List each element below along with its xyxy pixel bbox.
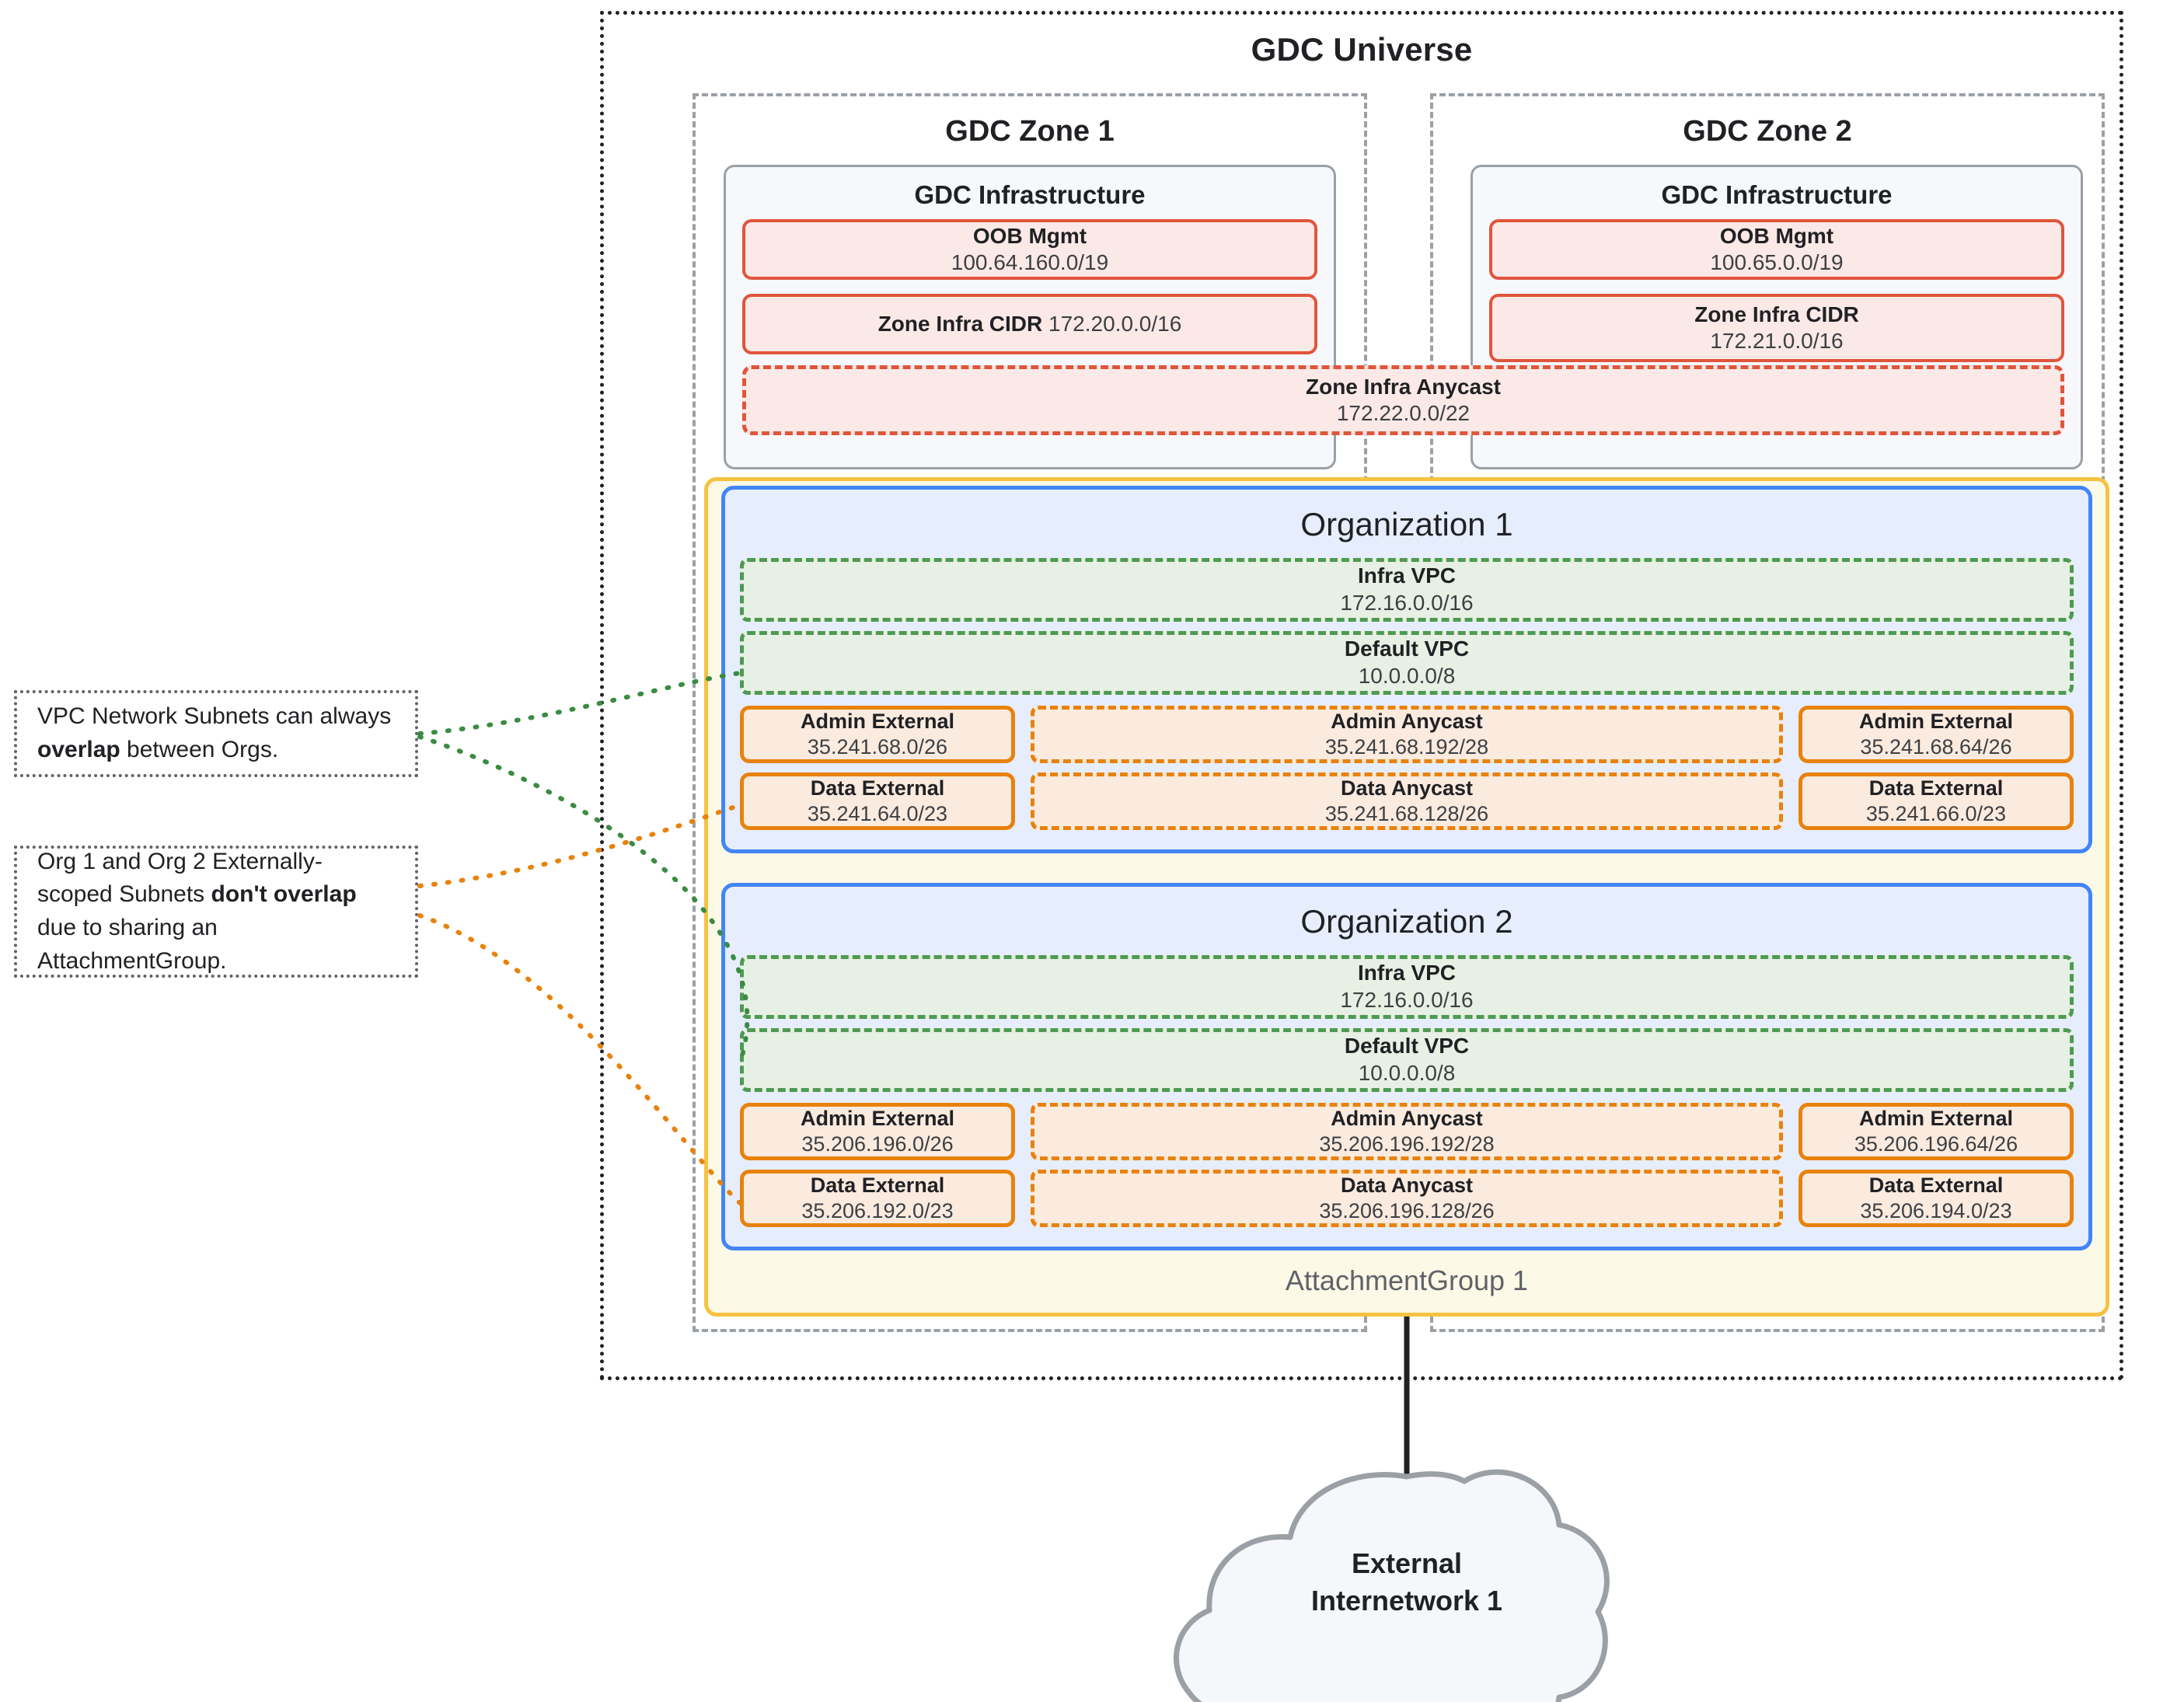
organization-2-admin-external-left-label: Admin External <box>800 1106 955 1130</box>
organization-1-data-external-left: Data External 35.241.64.0/23 <box>740 773 1015 830</box>
organization-1-admin-external-right-cidr: 35.241.68.64/26 <box>1860 735 2012 759</box>
organization-2-infra-vpc-label: Infra VPC <box>1357 961 1457 985</box>
zone-infra-cidr-zone-2-cidr: 172.21.0.0/16 <box>1710 329 1844 353</box>
organization-1-admin-external-right-label: Admin External <box>1858 709 2014 733</box>
organization-1-data-external-right-label: Data External <box>1868 776 2004 800</box>
organization-2-admin-external-left-cidr: 35.206.196.0/26 <box>801 1132 954 1156</box>
callout-2-bold: don't overlap <box>211 881 357 908</box>
zone-infra-cidr-zone-1-inline: Zone Infra CIDR 172.20.0.0/16 <box>878 311 1182 337</box>
organization-2-admin-external-right: Admin External 35.206.196.64/26 <box>1798 1103 2074 1160</box>
organization-1-admin-external-left-label: Admin External <box>800 709 955 733</box>
oob-mgmt-zone-1-label: OOB Mgmt <box>972 223 1087 248</box>
attachment-group-label: AttachmentGroup 1 <box>1285 1264 1529 1296</box>
callout-2-before: Org 1 and Org 2 Externally-scoped Subnet… <box>37 848 323 908</box>
zone-infra-cidr-zone-2-label: Zone Infra CIDR <box>1694 302 1859 326</box>
callout-1-after: between Orgs. <box>120 737 279 762</box>
organization-1-data-anycast: Data Anycast 35.241.68.128/26 <box>1031 773 1783 830</box>
organization-1-data-anycast-label: Data Anycast <box>1340 776 1474 800</box>
organization-1-admin-anycast-cidr: 35.241.68.192/28 <box>1324 735 1489 759</box>
organization-2-title: Organization 2 <box>1300 903 1513 940</box>
callout-2-after: due to sharing an AttachmentGroup. <box>37 915 227 974</box>
organization-1-data-external-right-cidr: 35.241.66.0/23 <box>1865 802 2007 825</box>
organization-1-admin-external-left: Admin External 35.241.68.0/26 <box>740 706 1015 763</box>
zone-infra-cidr-zone-1-label: Zone Infra CIDR <box>877 311 1043 336</box>
organization-1-data-external-right: Data External 35.241.66.0/23 <box>1798 773 2074 830</box>
zone-infra-anycast: Zone Infra Anycast 172.22.0.0/22 <box>742 365 2064 435</box>
organization-2-admin-external-right-cidr: 35.206.196.64/26 <box>1854 1132 2018 1156</box>
organization-1-admin-external-left-cidr: 35.241.68.0/26 <box>807 735 948 759</box>
organization-2-admin-anycast-label: Admin Anycast <box>1331 1106 1483 1130</box>
organization-2-data-anycast-label: Data Anycast <box>1340 1173 1474 1197</box>
organization-1-default-vpc: Default VPC 10.0.0.0/8 <box>740 631 2074 695</box>
organization-2-infra-vpc: Infra VPC 172.16.0.0/16 <box>740 955 2074 1019</box>
organization-2-data-anycast-cidr: 35.206.196.128/26 <box>1319 1199 1495 1222</box>
gdc-zone-1-title: GDC Zone 1 <box>945 115 1115 148</box>
organization-1-admin-external-right: Admin External 35.241.68.64/26 <box>1798 706 2074 763</box>
organization-2-admin-anycast: Admin Anycast 35.206.196.192/28 <box>1031 1103 1783 1160</box>
zone-infra-cidr-zone-1-spacer <box>1042 312 1048 336</box>
organization-2-admin-external-left: Admin External 35.206.196.0/26 <box>740 1103 1015 1160</box>
organization-1-data-anycast-cidr: 35.241.68.128/26 <box>1324 802 1489 825</box>
gdc-infrastructure-zone-1-title: GDC Infrastructure <box>914 180 1146 209</box>
oob-mgmt-zone-1: OOB Mgmt 100.64.160.0/19 <box>742 219 1317 280</box>
zone-infra-anycast-label: Zone Infra Anycast <box>1305 374 1501 399</box>
organization-1-infra-vpc-label: Infra VPC <box>1357 563 1457 588</box>
organization-2-data-anycast: Data Anycast 35.206.196.128/26 <box>1031 1170 1783 1227</box>
callout-vpc-overlap: VPC Network Subnets can always overlap b… <box>14 690 418 777</box>
callout-vpc-overlap-text: VPC Network Subnets can always overlap b… <box>37 700 395 766</box>
organization-1-default-vpc-cidr: 10.0.0.0/8 <box>1358 664 1456 688</box>
gdc-infrastructure-zone-2-title: GDC Infrastructure <box>1661 180 1893 209</box>
organization-2-admin-external-right-label: Admin External <box>1858 1106 2014 1130</box>
callout-1-bold: overlap <box>37 737 120 762</box>
external-network-line-2: Internetwork 1 <box>1310 1584 1503 1617</box>
organization-2-data-external-right-cidr: 35.206.194.0/23 <box>1860 1199 2012 1222</box>
zone-infra-anycast-cidr: 172.22.0.0/22 <box>1336 401 1471 425</box>
zone-infra-cidr-zone-2: Zone Infra CIDR 172.21.0.0/16 <box>1489 294 2064 362</box>
organization-1-data-external-left-cidr: 35.241.64.0/23 <box>807 802 948 825</box>
callout-external-no-overlap: Org 1 and Org 2 Externally-scoped Subnet… <box>14 846 418 978</box>
callout-1-before: VPC Network Subnets can always <box>37 703 392 730</box>
zone-infra-cidr-zone-1: Zone Infra CIDR 172.20.0.0/16 <box>742 294 1317 354</box>
organization-2-default-vpc-label: Default VPC <box>1344 1034 1470 1059</box>
organization-2-data-external-left-label: Data External <box>810 1173 945 1197</box>
organization-2-default-vpc-cidr: 10.0.0.0/8 <box>1358 1061 1456 1085</box>
callout-external-no-overlap-text: Org 1 and Org 2 Externally-scoped Subnet… <box>37 846 395 978</box>
organization-2-data-external-right-label: Data External <box>1868 1173 2004 1197</box>
organization-1-infra-vpc-cidr: 172.16.0.0/16 <box>1340 591 1474 615</box>
external-network-line-1: External <box>1351 1547 1463 1579</box>
oob-mgmt-zone-1-cidr: 100.64.160.0/19 <box>951 250 1109 274</box>
organization-2-admin-anycast-cidr: 35.206.196.192/28 <box>1319 1132 1495 1156</box>
oob-mgmt-zone-2-cidr: 100.65.0.0/19 <box>1710 250 1844 274</box>
organization-2-default-vpc: Default VPC 10.0.0.0/8 <box>740 1028 2074 1092</box>
external-network-label: External Internetwork 1 <box>1275 1545 1539 1619</box>
organization-2-data-external-left: Data External 35.206.192.0/23 <box>740 1170 1015 1227</box>
oob-mgmt-zone-2: OOB Mgmt 100.65.0.0/19 <box>1489 219 2064 280</box>
organization-1-admin-anycast: Admin Anycast 35.241.68.192/28 <box>1031 706 1783 763</box>
organization-1-admin-anycast-label: Admin Anycast <box>1331 709 1483 733</box>
gdc-universe-title: GDC Universe <box>1251 31 1473 68</box>
organization-2-data-external-right: Data External 35.206.194.0/23 <box>1798 1170 2074 1227</box>
organization-2-data-external-left-cidr: 35.206.192.0/23 <box>801 1199 954 1222</box>
zone-infra-cidr-zone-1-cidr: 172.20.0.0/16 <box>1048 311 1182 336</box>
organization-1-data-external-left-label: Data External <box>810 776 945 800</box>
organization-1-default-vpc-label: Default VPC <box>1344 637 1470 661</box>
organization-1-infra-vpc: Infra VPC 172.16.0.0/16 <box>740 558 2074 622</box>
organization-2-infra-vpc-cidr: 172.16.0.0/16 <box>1340 988 1474 1012</box>
organization-1-title: Organization 1 <box>1300 506 1513 542</box>
oob-mgmt-zone-2-label: OOB Mgmt <box>1719 223 1834 248</box>
gdc-zone-2-title: GDC Zone 2 <box>1683 115 1852 148</box>
